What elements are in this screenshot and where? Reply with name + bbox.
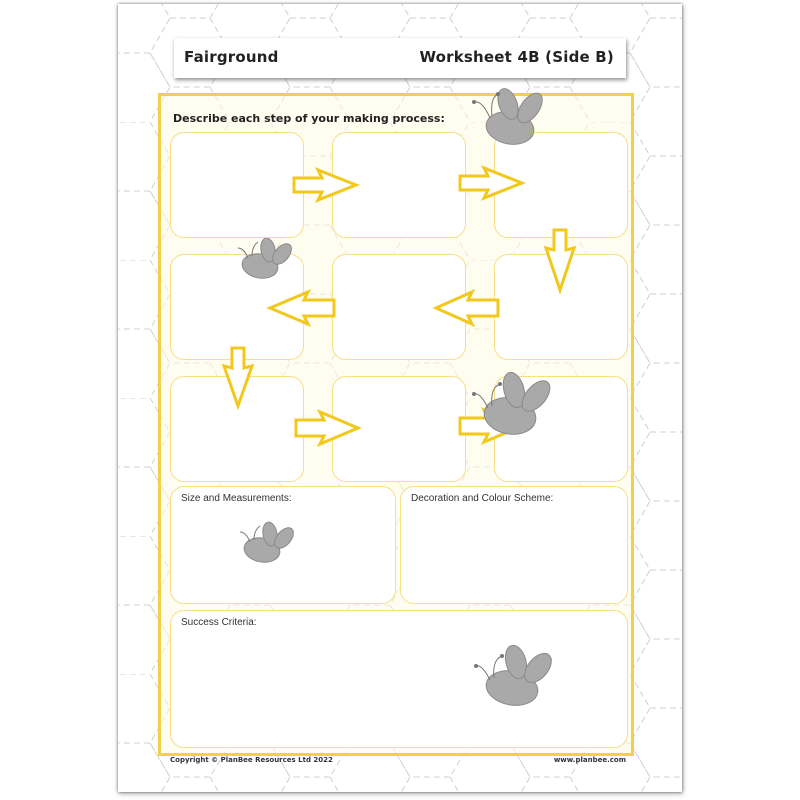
bee-icon bbox=[474, 644, 552, 706]
decoration-colour-label: Decoration and Colour Scheme: bbox=[411, 493, 554, 504]
step-box-4[interactable] bbox=[494, 254, 628, 360]
bee-icon bbox=[239, 521, 294, 563]
bee-icon bbox=[472, 372, 551, 435]
decoration-colour-box[interactable]: Decoration and Colour Scheme: bbox=[400, 486, 628, 604]
copyright-text: Copyright © PlanBee Resources Ltd 2022 bbox=[170, 756, 333, 764]
step-box-5[interactable] bbox=[332, 254, 466, 360]
worksheet-number: Worksheet 4B (Side B) bbox=[419, 48, 614, 66]
bee-icon bbox=[237, 238, 292, 279]
success-criteria-box[interactable]: Success Criteria: bbox=[170, 610, 628, 748]
step-box-2[interactable] bbox=[332, 132, 466, 238]
worksheet-page: Fairground Worksheet 4B (Side B) Describ… bbox=[118, 4, 682, 792]
title-bar: Fairground Worksheet 4B (Side B) bbox=[174, 38, 626, 78]
worksheet-topic: Fairground bbox=[184, 48, 279, 66]
step-box-7[interactable] bbox=[170, 376, 304, 482]
success-criteria-label: Success Criteria: bbox=[181, 617, 257, 628]
bee-icon bbox=[472, 88, 543, 145]
step-box-8[interactable] bbox=[332, 376, 466, 482]
website-link[interactable]: www.planbee.com bbox=[553, 756, 626, 764]
instruction-text: Describe each step of your making proces… bbox=[173, 112, 445, 125]
step-box-1[interactable] bbox=[170, 132, 304, 238]
size-measurements-label: Size and Measurements: bbox=[181, 493, 292, 504]
